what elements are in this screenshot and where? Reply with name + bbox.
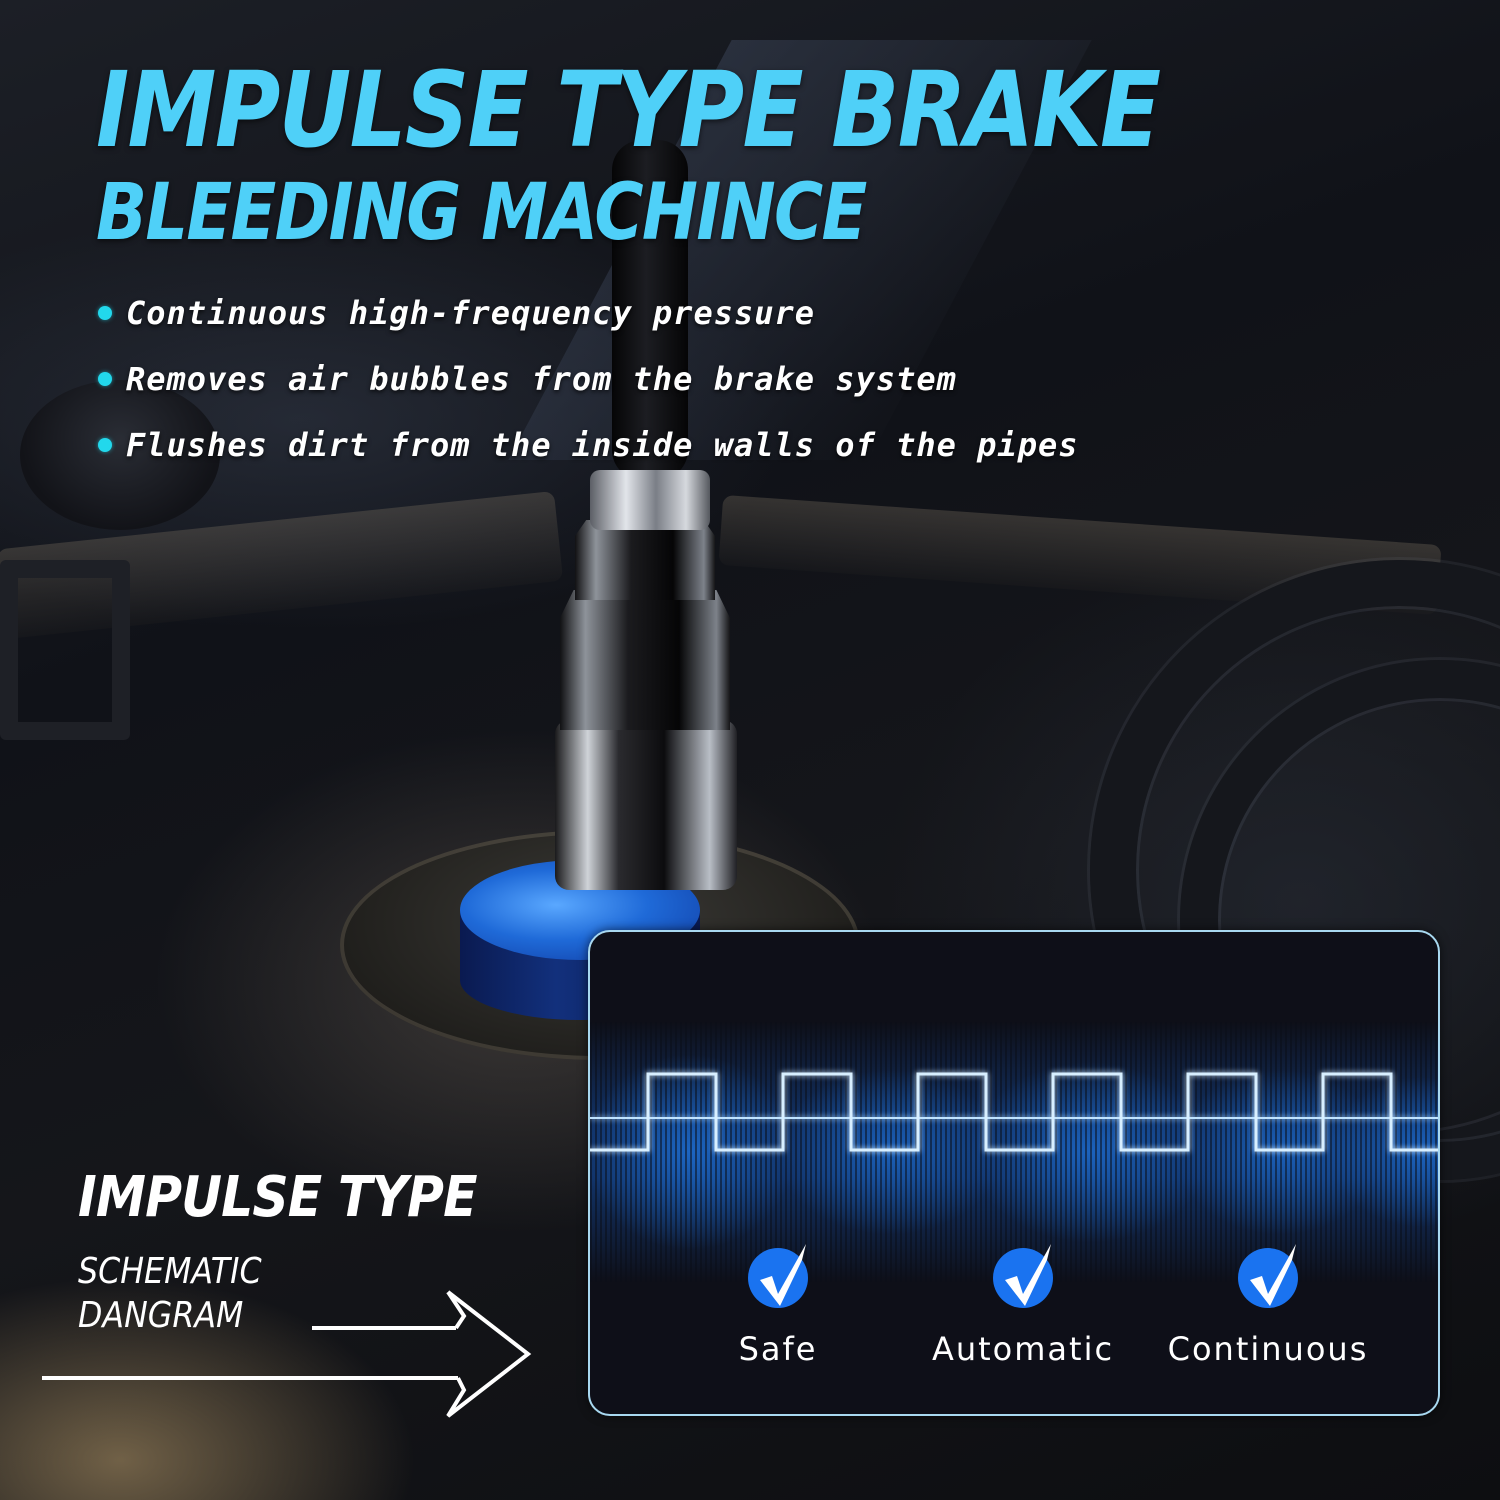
title-line-1: IMPULSE TYPE BRAKE <box>96 49 1161 171</box>
background-ledge <box>718 494 1442 616</box>
waveform-glow <box>590 1022 1438 1282</box>
schematic-label: IMPULSE TYPE SCHEMATIC DANGRAM <box>78 1165 521 1338</box>
feature-checks: Safe Automatic Continuous <box>590 1244 1438 1368</box>
bullet-dot-icon <box>98 372 112 386</box>
feature-continuous: Continuous <box>1148 1244 1388 1368</box>
hose-clamp <box>590 470 710 530</box>
schematic-subtitle-line-2: DANGRAM <box>78 1295 244 1336</box>
check-circle-icon <box>993 1244 1053 1308</box>
bullet-dot-icon <box>98 438 112 452</box>
feature-label: Continuous <box>1167 1330 1369 1368</box>
hex-nut-upper <box>575 520 715 600</box>
feature-label: Safe <box>738 1330 818 1368</box>
feature-safe: Safe <box>658 1244 898 1368</box>
schematic-heading: IMPULSE TYPE <box>78 1165 478 1230</box>
hex-nut-lower <box>560 590 730 730</box>
schematic-subtitle-line-1: SCHEMATIC <box>78 1251 262 1292</box>
bullet-dot-icon <box>98 306 112 320</box>
page-title: IMPULSE TYPE BRAKE BLEEDING MACHINCE <box>96 49 1161 258</box>
bullet-item: Removes air bubbles from the brake syste… <box>98 346 1078 412</box>
bullet-item: Continuous high-frequency pressure <box>98 280 1078 346</box>
bullet-text: Removes air bubbles from the brake syste… <box>126 360 957 398</box>
check-circle-icon <box>1238 1244 1298 1308</box>
bullet-text: Flushes dirt from the inside walls of th… <box>126 426 1079 464</box>
square-wave-diagram <box>590 1072 1438 1152</box>
impulse-schematic-panel: Safe Automatic Continuous <box>588 930 1440 1416</box>
arrow-right-icon <box>42 1290 532 1418</box>
background-bracket <box>0 560 130 740</box>
feature-bullet-list: Continuous high-frequency pressure Remov… <box>98 280 1078 478</box>
feature-automatic: Automatic <box>903 1244 1143 1368</box>
check-circle-icon <box>748 1244 808 1308</box>
feature-label: Automatic <box>931 1330 1115 1368</box>
bullet-item: Flushes dirt from the inside walls of th… <box>98 412 1078 478</box>
bullet-text: Continuous high-frequency pressure <box>126 294 816 332</box>
title-line-2: BLEEDING MACHINCE <box>96 168 867 258</box>
quick-coupler <box>555 720 737 890</box>
hose <box>612 140 688 480</box>
